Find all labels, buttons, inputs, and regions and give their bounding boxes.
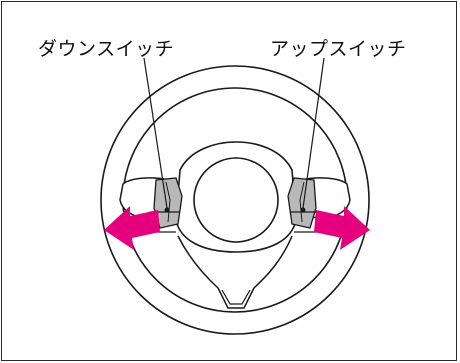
lower-spoke-inner: [221, 289, 251, 305]
steering-emblem: [193, 157, 279, 243]
down-switch-leader-line: [143, 57, 168, 209]
down-switch-paddle: [153, 177, 183, 229]
pull-left-arrow: [104, 206, 160, 250]
pull-right-arrow: [314, 206, 370, 250]
up-switch-label: アップスイッチ: [270, 38, 407, 60]
up-switch-paddle: [287, 177, 317, 229]
down-switch-label: ダウンスイッチ: [38, 38, 175, 60]
up-switch-leader-line: [302, 57, 325, 209]
lower-spoke: [177, 235, 293, 309]
